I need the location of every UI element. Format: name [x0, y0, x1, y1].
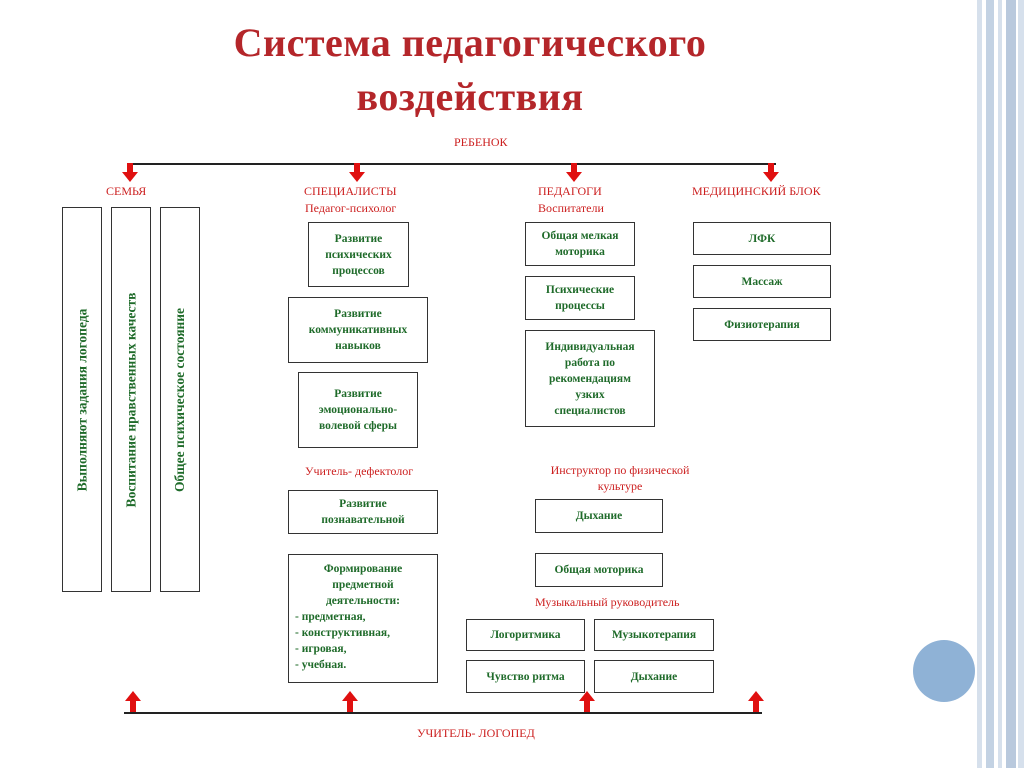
box-lfk: ЛФК	[693, 222, 831, 255]
decor-circle	[913, 640, 975, 702]
box-line: психических	[325, 248, 392, 261]
arrow-up-icon	[579, 691, 595, 712]
box-line: специалистов	[554, 404, 626, 417]
decor-stripe-1	[977, 0, 982, 768]
box-line: Развитие	[334, 308, 382, 320]
box-formation: Формирование предметной деятельности: - …	[288, 554, 438, 683]
box-psych-processes: Психические процессы	[525, 276, 635, 320]
sub-music-director: Музыкальный руководитель	[535, 595, 680, 609]
formation-item: - конструктивная,	[295, 627, 391, 639]
box-line: Дыхание	[630, 670, 678, 683]
sub-line: культуре	[597, 479, 643, 493]
box-line: навыков	[335, 340, 381, 352]
box-line: моторика	[555, 246, 605, 258]
speech-therapist-label: УЧИТЕЛЬ- ЛОГОПЕД	[417, 726, 535, 740]
arrow-up-icon	[748, 691, 764, 712]
box-line: деятельности:	[325, 595, 400, 607]
box-line: ЛФК	[748, 232, 776, 245]
box-line: Развитие	[339, 498, 387, 510]
decor-stripe-4	[1006, 0, 1016, 768]
box-mental-processes: Развитие психических процессов	[308, 222, 409, 287]
box-line: волевой сферы	[318, 420, 398, 432]
box-line: рекомендациям	[549, 372, 631, 385]
title-line-1: Система педагогического	[233, 20, 707, 65]
header-family: СЕМЬЯ	[106, 184, 147, 198]
family-box-text: Выполняют задания логопеда	[74, 308, 90, 491]
box-breathing-pe: Дыхание	[535, 499, 663, 533]
box-breathing-music: Дыхание	[594, 660, 714, 693]
box-line: Развитие	[334, 388, 382, 400]
arrow-up-icon	[342, 691, 358, 712]
arrow-down-icon	[763, 163, 779, 182]
sub-educators: Воспитатели	[538, 201, 604, 215]
box-massage: Массаж	[693, 265, 831, 298]
family-box-mental: Общее психическое состояние	[160, 207, 200, 592]
decor-stripe-3	[998, 0, 1002, 768]
box-line: процессов	[332, 264, 385, 277]
box-line: Индивидуальная	[545, 340, 635, 353]
sub-defectologist: Учитель- дефектолог	[305, 464, 414, 478]
box-line: Музыкотерапия	[611, 629, 697, 641]
box-general-motor: Общая моторика	[535, 553, 663, 587]
slide-title: Система педагогического воздействия	[150, 16, 790, 124]
family-box-text: Воспитание нравственных качеств	[123, 292, 138, 507]
formation-item: - игровая,	[295, 643, 347, 655]
formation-item: - предметная,	[295, 611, 366, 623]
box-line: Логоритмика	[490, 629, 561, 641]
box-line: Чувство ритма	[486, 670, 565, 683]
arrow-down-icon	[349, 163, 365, 182]
decor-stripe-2	[986, 0, 994, 768]
box-line: работа по	[564, 356, 616, 369]
arrow-up-icon	[125, 691, 141, 712]
box-communication: Развитие коммуникативных навыков	[288, 297, 428, 363]
box-fine-motor: Общая мелкая моторика	[525, 222, 635, 266]
box-line: Развитие	[334, 232, 383, 245]
family-box-text: Общее психическое состояние	[172, 307, 188, 492]
box-physiotherapy: Физиотерапия	[693, 308, 831, 341]
box-line: Массаж	[741, 275, 783, 288]
bottom-connector-line	[124, 712, 762, 714]
box-line: коммуникативных	[308, 324, 408, 336]
box-line: Общая моторика	[554, 564, 644, 576]
family-box-moral: Воспитание нравственных качеств	[111, 207, 151, 592]
sub-line: Инструктор по физической	[550, 463, 690, 477]
sub-pe-instructor: Инструктор по физической культуре	[520, 462, 720, 494]
header-medical: МЕДИЦИНСКИЙ БЛОК	[692, 184, 821, 198]
title-line-2: воздействия	[356, 74, 584, 119]
box-line: процессы	[555, 300, 605, 312]
box-line: эмоционально-	[318, 404, 398, 416]
box-line: Психические	[545, 284, 615, 296]
family-box-tasks: Выполняют задания логопеда	[62, 207, 102, 592]
sub-psychologist: Педагог-психолог	[305, 201, 397, 215]
header-teachers: ПЕДАГОГИ	[538, 184, 602, 198]
box-line: узких	[575, 388, 605, 401]
formation-item: - учебная.	[295, 659, 347, 671]
box-rhythm-sense: Чувство ритма	[466, 660, 585, 693]
top-connector-line	[128, 163, 776, 165]
box-line: Физиотерапия	[724, 318, 800, 331]
box-individual-work: Индивидуальная работа по рекомендациям узки…	[525, 330, 655, 427]
decor-stripe-5	[1018, 0, 1024, 768]
box-cognitive: Развитие познавательной	[288, 490, 438, 534]
box-line: Дыхание	[575, 510, 623, 522]
box-emotional: Развитие эмоционально-волевой сферы	[298, 372, 418, 448]
arrow-down-icon	[566, 163, 582, 182]
header-specialists: СПЕЦИАЛИСТЫ	[304, 184, 397, 198]
box-line: Формирование	[323, 563, 403, 575]
box-music-therapy: Музыкотерапия	[594, 619, 714, 651]
box-line: познавательной	[321, 514, 405, 526]
box-line: предметной	[332, 579, 394, 591]
child-label: РЕБЕНОК	[454, 135, 508, 149]
arrow-down-icon	[122, 163, 138, 182]
box-line: Общая мелкая	[541, 230, 619, 242]
box-logorhythmics: Логоритмика	[466, 619, 585, 651]
